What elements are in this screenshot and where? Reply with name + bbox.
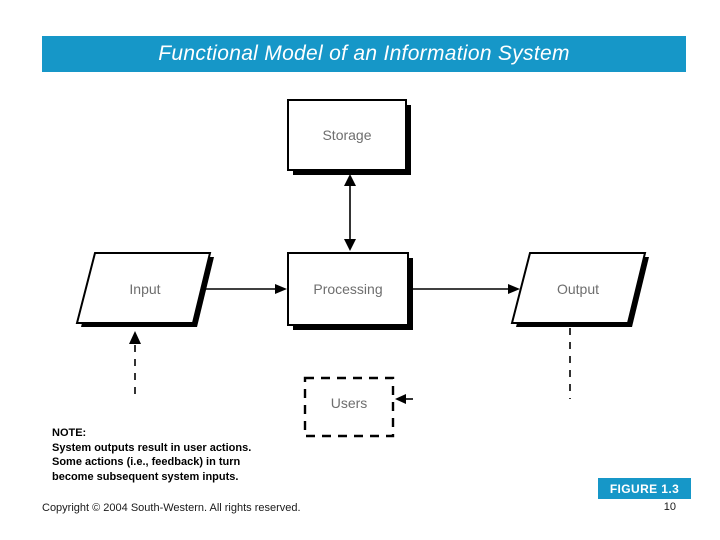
- users-feedback-arrowhead: [395, 394, 413, 404]
- input-node-box: [75, 252, 212, 324]
- users-node: Users: [303, 376, 395, 438]
- output-node-label: Output: [557, 281, 599, 297]
- note-line: become subsequent system inputs.: [52, 470, 239, 483]
- figure-badge: FIGURE 1.3: [598, 478, 691, 499]
- note-block: NOTE: System outputs result in user acti…: [52, 426, 322, 484]
- storage-processing-double-arrow: [344, 174, 356, 251]
- arrowhead-right-icon: [275, 284, 287, 294]
- arrowhead-right-icon: [508, 284, 520, 294]
- input-processing-arrow: [201, 284, 287, 294]
- users-node-label: Users: [331, 395, 368, 411]
- input-node-label: Input: [129, 281, 160, 297]
- copyright-text: Copyright © 2004 South-Western. All righ…: [42, 502, 301, 514]
- users-node-box: [303, 376, 395, 438]
- note-line: System outputs result in user actions.: [52, 441, 252, 454]
- figure-label: FIGURE 1.3: [609, 481, 680, 496]
- note-line: Some actions (i.e., feedback) in turn: [52, 456, 241, 468]
- processing-output-arrow: [413, 284, 520, 294]
- storage-node-box: [287, 99, 407, 171]
- input-node: Input: [75, 252, 214, 327]
- arrowhead-up-icon: [344, 174, 356, 186]
- processing-node: Processing: [287, 252, 413, 330]
- output-node: Output: [510, 252, 649, 327]
- arrowhead-down-icon: [344, 239, 356, 251]
- page-number: 10: [663, 501, 676, 513]
- output-node-box: [510, 252, 647, 324]
- note-heading: NOTE:: [52, 427, 87, 439]
- users-input-feedback-arrow: [129, 331, 141, 397]
- processing-node-label: Processing: [313, 281, 382, 297]
- slide-title: Functional Model of an Information Syste…: [158, 42, 570, 65]
- arrowhead-left-icon: [395, 394, 406, 404]
- storage-node: Storage: [287, 99, 411, 175]
- slide-title-banner: Functional Model of an Information Syste…: [42, 36, 686, 72]
- storage-node-label: Storage: [322, 127, 371, 143]
- processing-node-box: [287, 252, 409, 326]
- arrowhead-up-icon: [129, 331, 141, 344]
